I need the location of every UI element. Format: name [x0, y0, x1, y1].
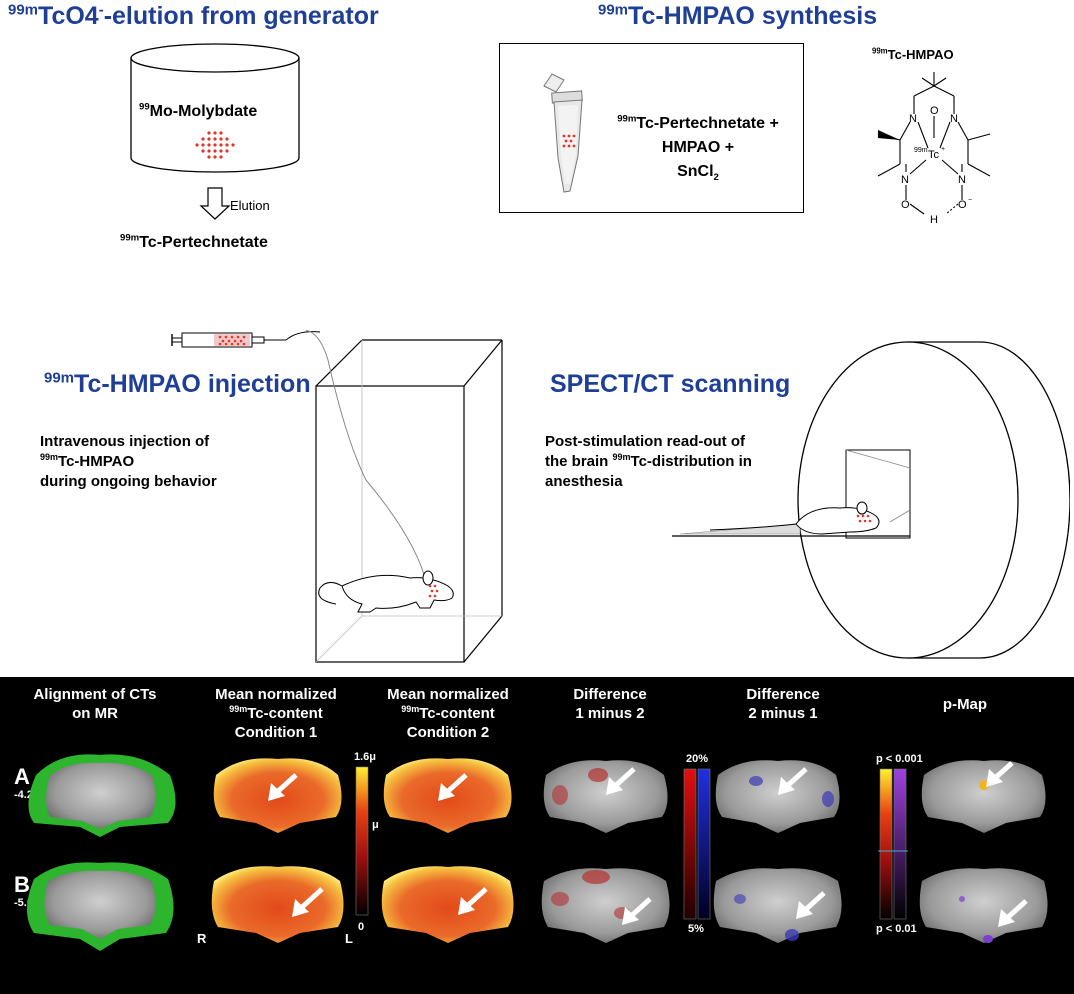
slice-b-diff-1-minus-2: [541, 868, 670, 943]
p-scale-min: p < 0.01: [876, 923, 917, 935]
injection-desc-line-1: Intravenous injection of: [40, 433, 210, 450]
arrow-icon: [292, 887, 324, 917]
orientation-left: L: [345, 931, 353, 946]
brain-slices: [27, 754, 1048, 951]
slice-a-diff-2-minus-1: [715, 760, 840, 833]
atom-tc-charge: +: [941, 146, 945, 153]
atom-tc: Tc: [928, 149, 940, 161]
injection-desc-line-2: 99mTc-HMPAO: [40, 452, 135, 471]
slice-b-condition-2: [381, 866, 514, 943]
injection-desc-line-3: during ongoing behavior: [40, 473, 217, 490]
slice-a-diff-1-minus-2: [543, 760, 668, 833]
box-front-face: [315, 385, 465, 663]
hmpao-structure: N N O N N O O H Tc 99m + −: [877, 72, 991, 226]
arrow-icons: [268, 761, 1028, 927]
slice-b-condition-1: [211, 866, 344, 943]
diff-blue-color-scale: [697, 768, 711, 920]
injection-title: 99mTc-HMPAO injection: [44, 369, 311, 398]
slice-a-alignment: [28, 754, 176, 837]
slice-b-diff-2-minus-1: [713, 868, 842, 943]
reagent-line-3: SnCl2: [677, 163, 719, 184]
content-scale-max: 1.6μ: [354, 751, 377, 763]
synthesis-reagents: 99mTc-Pertechnetate + HMPAO + SnCl2: [598, 112, 798, 184]
atom-o-top: O: [930, 105, 939, 117]
diff-scale-min: 5%: [688, 923, 704, 935]
elution-arrow-label: Elution: [230, 198, 270, 213]
arrow-icon: [986, 761, 1014, 787]
atom-h: H: [930, 214, 938, 226]
scanning-desc-line-2: the brain 99mTc-distribution in: [545, 452, 752, 471]
header-condition-2: Mean normalized 99mTc-content Condition …: [387, 686, 509, 741]
diff-scale-max: 20%: [686, 753, 709, 765]
scanning-title: SPECT/CT scanning: [550, 370, 791, 398]
p-scale-max: p < 0.001: [876, 753, 923, 765]
atom-n-right: N: [950, 113, 958, 125]
atom-o-charge: −: [968, 197, 972, 204]
atom-n-bottom-right: N: [958, 174, 966, 186]
elution-title: 99mTcO4--elution from generator: [8, 1, 379, 30]
content-scale-mid: μ: [372, 819, 379, 831]
header-p-map: p-Map: [942, 696, 988, 713]
arrow-icon: [622, 897, 652, 925]
generator-body: [130, 58, 300, 173]
arrow-icon: [796, 891, 826, 919]
generator-drawing: [130, 43, 300, 220]
arrow-icon: [268, 773, 298, 801]
atom-o-bottom-left: O: [901, 199, 910, 211]
tube-cap: [543, 73, 565, 93]
diff-red-color-scale: [683, 768, 697, 920]
tube-dots: [562, 134, 576, 148]
arrow-icon: [606, 767, 636, 795]
atom-n-bottom-left: N: [901, 174, 909, 186]
arrow-icon: [998, 899, 1028, 927]
synthesis-title: 99mTc-HMPAO synthesis: [598, 1, 878, 30]
spect-ct-scanner-drawing: [672, 341, 1070, 659]
structure-title: 99mTc-HMPAO: [872, 46, 954, 62]
injection-description: Intravenous injection of 99mTc-HMPAO dur…: [40, 432, 217, 492]
row-a-label: A: [14, 764, 30, 789]
rat-in-box: [318, 570, 454, 613]
syringe-drawing: [171, 331, 321, 348]
p-hot-color-scale: [879, 768, 893, 920]
content-scale-min: 0: [358, 921, 365, 933]
p-purple-color-scale: [893, 768, 907, 920]
scanning-desc-line-3: anesthesia: [545, 473, 623, 490]
arrow-icon: [458, 887, 488, 915]
pertechnetate-label: 99mTc-Pertechnetate: [120, 232, 268, 251]
rat-on-bed: [709, 501, 880, 535]
synthesis-box: [499, 43, 804, 213]
behavior-box-drawing: [306, 330, 503, 663]
arrow-icon: [438, 773, 468, 801]
slice-b-alignment: [27, 862, 174, 951]
scanning-desc-line-1: Post-stimulation read-out of: [545, 433, 745, 450]
generator-radioactive-dots: [195, 131, 235, 159]
eppendorf-tube-drawing: [543, 73, 583, 193]
arrow-icon: [778, 767, 808, 795]
reagent-line-2: HMPAO +: [661, 139, 735, 156]
generator-label: 99Mo-Molybdate: [139, 101, 258, 120]
orientation-right: R: [197, 931, 207, 946]
injection-tubing: [306, 330, 427, 583]
syringe-plunger: [171, 337, 183, 343]
slice-a-p-map: [921, 760, 1046, 833]
atom-n-left: N: [909, 113, 917, 125]
atom-o-bottom-right: O: [958, 199, 967, 211]
scanning-description: Post-stimulation read-out of the brain 9…: [545, 432, 752, 492]
atom-tc-isotope: 99m: [914, 147, 928, 154]
row-b-label: B: [14, 872, 30, 897]
elution-arrow-icon: [199, 187, 231, 220]
slice-b-p-map: [919, 868, 1048, 943]
row-a-coordinate: -4.2: [14, 789, 33, 801]
reagent-line-1: 99mTc-Pertechnetate +: [617, 113, 779, 132]
header-condition-1: Mean normalized 99mTc-content Condition …: [215, 686, 337, 741]
content-color-scale: [355, 766, 369, 916]
generator-lid: [130, 43, 300, 73]
